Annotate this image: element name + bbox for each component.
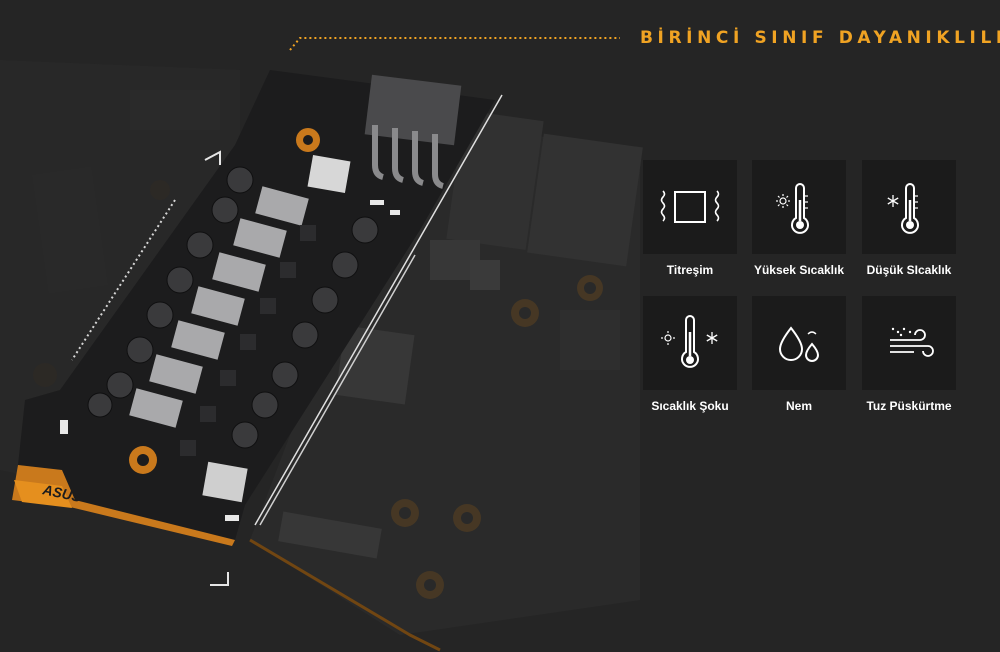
feature-label-humidity: Nem <box>785 399 812 413</box>
feature-label-thermal-shock: Sıcaklık Şoku <box>651 399 729 413</box>
section-title: BİRİNCİ SINIF DAYANIKLILIK <box>640 28 1000 48</box>
tile-vibration <box>643 160 737 254</box>
salt-spray-icon <box>890 327 934 357</box>
title-callout-line <box>289 37 620 51</box>
feature-label-high-temperature: Yüksek Sıcaklık <box>753 263 845 277</box>
feature-label-vibration: Titreşim <box>666 263 714 277</box>
vibration-icon <box>660 190 720 223</box>
tile-high-temperature <box>752 160 846 254</box>
dotted-guide-left <box>71 199 176 361</box>
feature-label-low-temperature: Düşük SIcaklık <box>866 263 952 277</box>
thermal-shock-icon <box>661 315 718 368</box>
tile-salt-spray <box>862 296 956 390</box>
low-temperature-icon <box>887 183 919 234</box>
guide-line-right-1 <box>254 94 503 526</box>
feature-label-salt-spray: Tuz Püskürtme <box>866 399 952 413</box>
guide-line-right-2 <box>259 254 416 526</box>
ghost-board-right <box>249 95 643 652</box>
tile-thermal-shock <box>643 296 737 390</box>
humidity-icon <box>778 326 820 362</box>
tile-low-temperature <box>862 160 956 254</box>
high-temperature-icon <box>776 183 809 234</box>
tile-humidity <box>752 296 846 390</box>
main-pcb: ASUS <box>12 70 495 546</box>
frame-marks <box>204 150 229 586</box>
